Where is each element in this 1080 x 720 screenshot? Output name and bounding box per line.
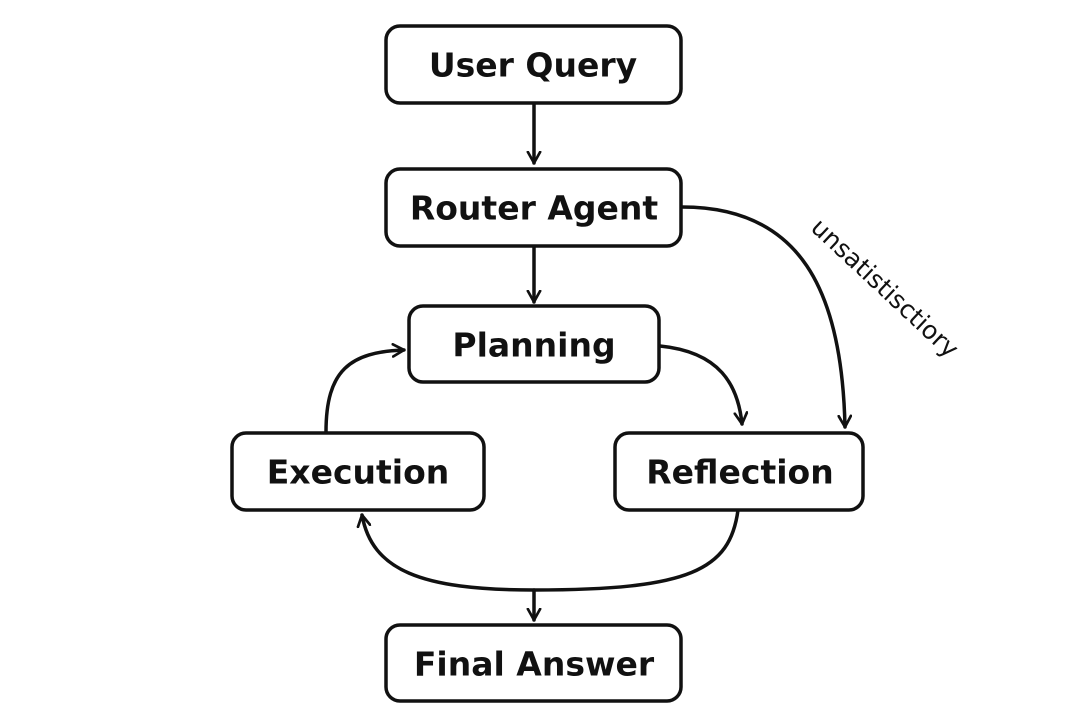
edge-planning-to-reflection [658, 344, 742, 426]
node-user-query: User Query [384, 24, 683, 105]
node-router-agent: Router Agent [384, 167, 683, 248]
edge-reflection-to-execution [362, 508, 740, 592]
node-planning-label: Planning [452, 326, 615, 365]
node-execution-label: Execution [267, 453, 450, 492]
node-final-answer-label: Final Answer [414, 645, 655, 684]
node-user-query-label: User Query [429, 46, 637, 85]
node-planning: Planning [407, 304, 661, 384]
node-reflection: Reflection [613, 431, 865, 512]
node-execution: Execution [230, 431, 486, 512]
node-router-agent-label: Router Agent [410, 189, 659, 228]
node-final-answer: Final Answer [384, 623, 683, 703]
node-reflection-label: Reflection [646, 453, 833, 492]
edge-label-unsatisfactory: unsatistisctiory [805, 212, 964, 363]
edge-router-agent-to-reflection [680, 205, 845, 429]
edge-execution-to-planning [324, 350, 406, 434]
